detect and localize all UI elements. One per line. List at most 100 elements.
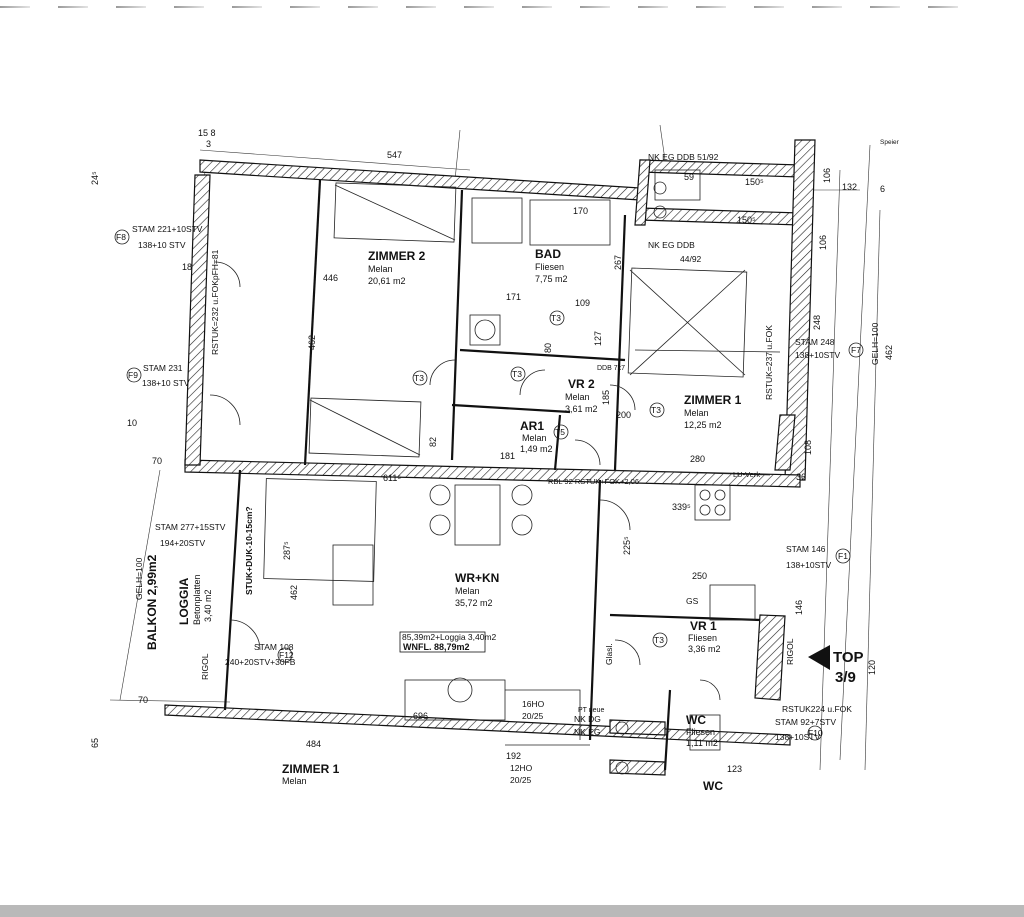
dim-547: 547 — [387, 150, 402, 160]
top-number: 3/9 — [835, 669, 856, 686]
window-loggia-line2: 194+20STV — [160, 538, 205, 548]
dim-127: 127 — [593, 331, 603, 346]
window-f8-line1: STAM 221+10STV — [132, 224, 203, 234]
stuk-label: STUK+DUK-10-15cm? — [244, 506, 254, 595]
dim-150a: 150⁵ — [745, 177, 764, 187]
dim-24: 24⁵ — [90, 171, 100, 185]
door-tag-3: T3 — [512, 369, 522, 379]
luverk-label: LU-Verk — [733, 470, 760, 479]
room-wc-area: 1,11 m2 — [686, 738, 718, 748]
nkeg-label-2: NK EG DDB — [648, 240, 695, 250]
door-tag-4: T5 — [555, 427, 565, 437]
gelh-label-1: GELH=100 — [134, 557, 144, 600]
dim-192: 192 — [506, 751, 521, 761]
window-f7-line2: 138+10STV — [795, 350, 840, 360]
rstuk-label-3: RSTUK224 u.FOK — [782, 704, 852, 714]
dim-171: 171 — [506, 292, 521, 302]
speier-label: Speier — [880, 139, 900, 146]
dim-59: 59 — [684, 172, 694, 182]
room-wrkn-name: WR+KN — [455, 571, 499, 585]
dim-446: 446 — [323, 273, 338, 283]
dimension-lines — [109, 124, 881, 771]
stair-label-2b: 20/25 — [510, 775, 532, 785]
dim-280: 280 — [690, 454, 705, 464]
dim-339: 339⁵ — [672, 502, 691, 512]
door-tags: T3 T3 T3 T5 T3 T3 — [412, 310, 668, 648]
dim-109: 109 — [575, 298, 590, 308]
dim-185: 185 — [601, 390, 611, 405]
window-f1-line1: STAM 146 — [786, 544, 826, 554]
window-f12-line1: STAM 108 — [254, 642, 294, 652]
room-balkon-name: BALKON 2,99m2 — [145, 554, 159, 650]
window-tag-f12: F12 — [279, 650, 294, 660]
room-ar1-area: 1,49 m2 — [520, 444, 553, 454]
dim-462c: 462 — [289, 585, 299, 600]
dim-36: 36 — [796, 472, 806, 482]
dim-80: 80 — [543, 343, 553, 353]
dim-287: 287⁵ — [282, 541, 292, 560]
dimension-labels: 547 446 462 170 171 109 127 267 80 200 1… — [90, 128, 894, 774]
dim-462b: 462 — [884, 345, 894, 360]
window-tags: F8 STAM 221+10STV 138+10 STV F9 STAM 231… — [114, 139, 900, 785]
room-ar1-floor: Melan — [522, 433, 547, 443]
room-loggia-floor: Betonplatten — [192, 574, 202, 625]
room-vr1-area: 3,36 m2 — [688, 644, 721, 654]
door-swings — [209, 261, 721, 701]
room-ar1-name: AR1 — [520, 419, 544, 433]
dim-170: 170 — [573, 206, 588, 216]
dim-225: 225⁵ — [622, 536, 632, 555]
dim-248: 248 — [812, 315, 822, 330]
dim-65: 65 — [90, 738, 100, 748]
stair-label-2: 12HO — [510, 763, 533, 773]
dim-6: 6 — [880, 184, 885, 194]
dim-123: 123 — [727, 764, 742, 774]
rigol-label-2: RIGOL — [785, 638, 795, 665]
stair-label-1b: 20/25 — [522, 711, 544, 721]
glasl-label: Glasl. — [604, 643, 614, 665]
room-zimmer1-floor: Melan — [684, 408, 709, 418]
door-tag-1: T3 — [551, 313, 561, 323]
dim-82: 82 — [428, 437, 438, 447]
room-wc-floor: Fliesen — [686, 727, 715, 737]
dim-696: 696 — [413, 711, 428, 721]
nkeg-label-2b: 44/92 — [680, 254, 702, 264]
window-tag-f10: F10 — [808, 728, 823, 738]
window-f9-line1: STAM 231 — [143, 363, 183, 373]
room-zimmer1-area: 12,25 m2 — [684, 420, 722, 430]
window-f10-line1: STAM 92+7STV — [775, 717, 836, 727]
scan-bottom-strip — [0, 905, 1024, 917]
window-f7-line1: STAM 248 — [795, 337, 835, 347]
dim-106a: 106 — [822, 168, 832, 183]
dim-611: 611⁵ — [383, 473, 401, 483]
dim-181: 181 — [500, 451, 515, 461]
dim-70a: 70 — [152, 456, 162, 466]
room-zimmer1-below-name: ZIMMER 1 — [282, 762, 340, 776]
dim-146: 146 — [794, 600, 804, 615]
nkeg-label-3: NK EG — [574, 727, 600, 737]
rstuk-label-1: RSTUK=232 u.FOKpFH=81 — [210, 249, 220, 355]
room-bad-name: BAD — [535, 247, 561, 261]
room-bad-floor: Fliesen — [535, 262, 564, 272]
room-labels: ZIMMER 2 Melan 20,61 m2 BAD Fliesen 7,75… — [145, 247, 742, 793]
room-zimmer2-floor: Melan — [368, 264, 393, 274]
dim-3: 3 — [206, 139, 211, 149]
top-label: TOP — [833, 649, 864, 666]
room-wrkn-floor: Melan — [455, 586, 480, 596]
dim-462: 462 — [307, 335, 317, 350]
area-summary-line1: 85,39m2+Loggia 3,40m2 — [402, 632, 497, 642]
pt-label: PT neue — [578, 707, 604, 714]
area-summary-line2: WNFL. 88,79m2 — [403, 642, 470, 652]
dim-132: 132 — [842, 182, 857, 192]
rigol-label-1: RIGOL — [200, 653, 210, 680]
area-summary: 85,39m2+Loggia 3,40m2 WNFL. 88,79m2 — [399, 631, 497, 653]
room-wrkn-area: 35,72 m2 — [455, 598, 493, 608]
room-loggia-area: 3,40 m2 — [203, 589, 213, 622]
top-marker: TOP 3/9 — [808, 645, 864, 686]
door-tag-5: T3 — [651, 405, 661, 415]
room-vr2-area: 3,61 m2 — [565, 404, 598, 414]
gelh-label-2: GELH=100 — [870, 322, 880, 365]
gs-label: GS — [686, 596, 699, 606]
room-loggia-name: LOGGIA — [177, 577, 191, 625]
room-vr2-name: VR 2 — [568, 377, 595, 391]
